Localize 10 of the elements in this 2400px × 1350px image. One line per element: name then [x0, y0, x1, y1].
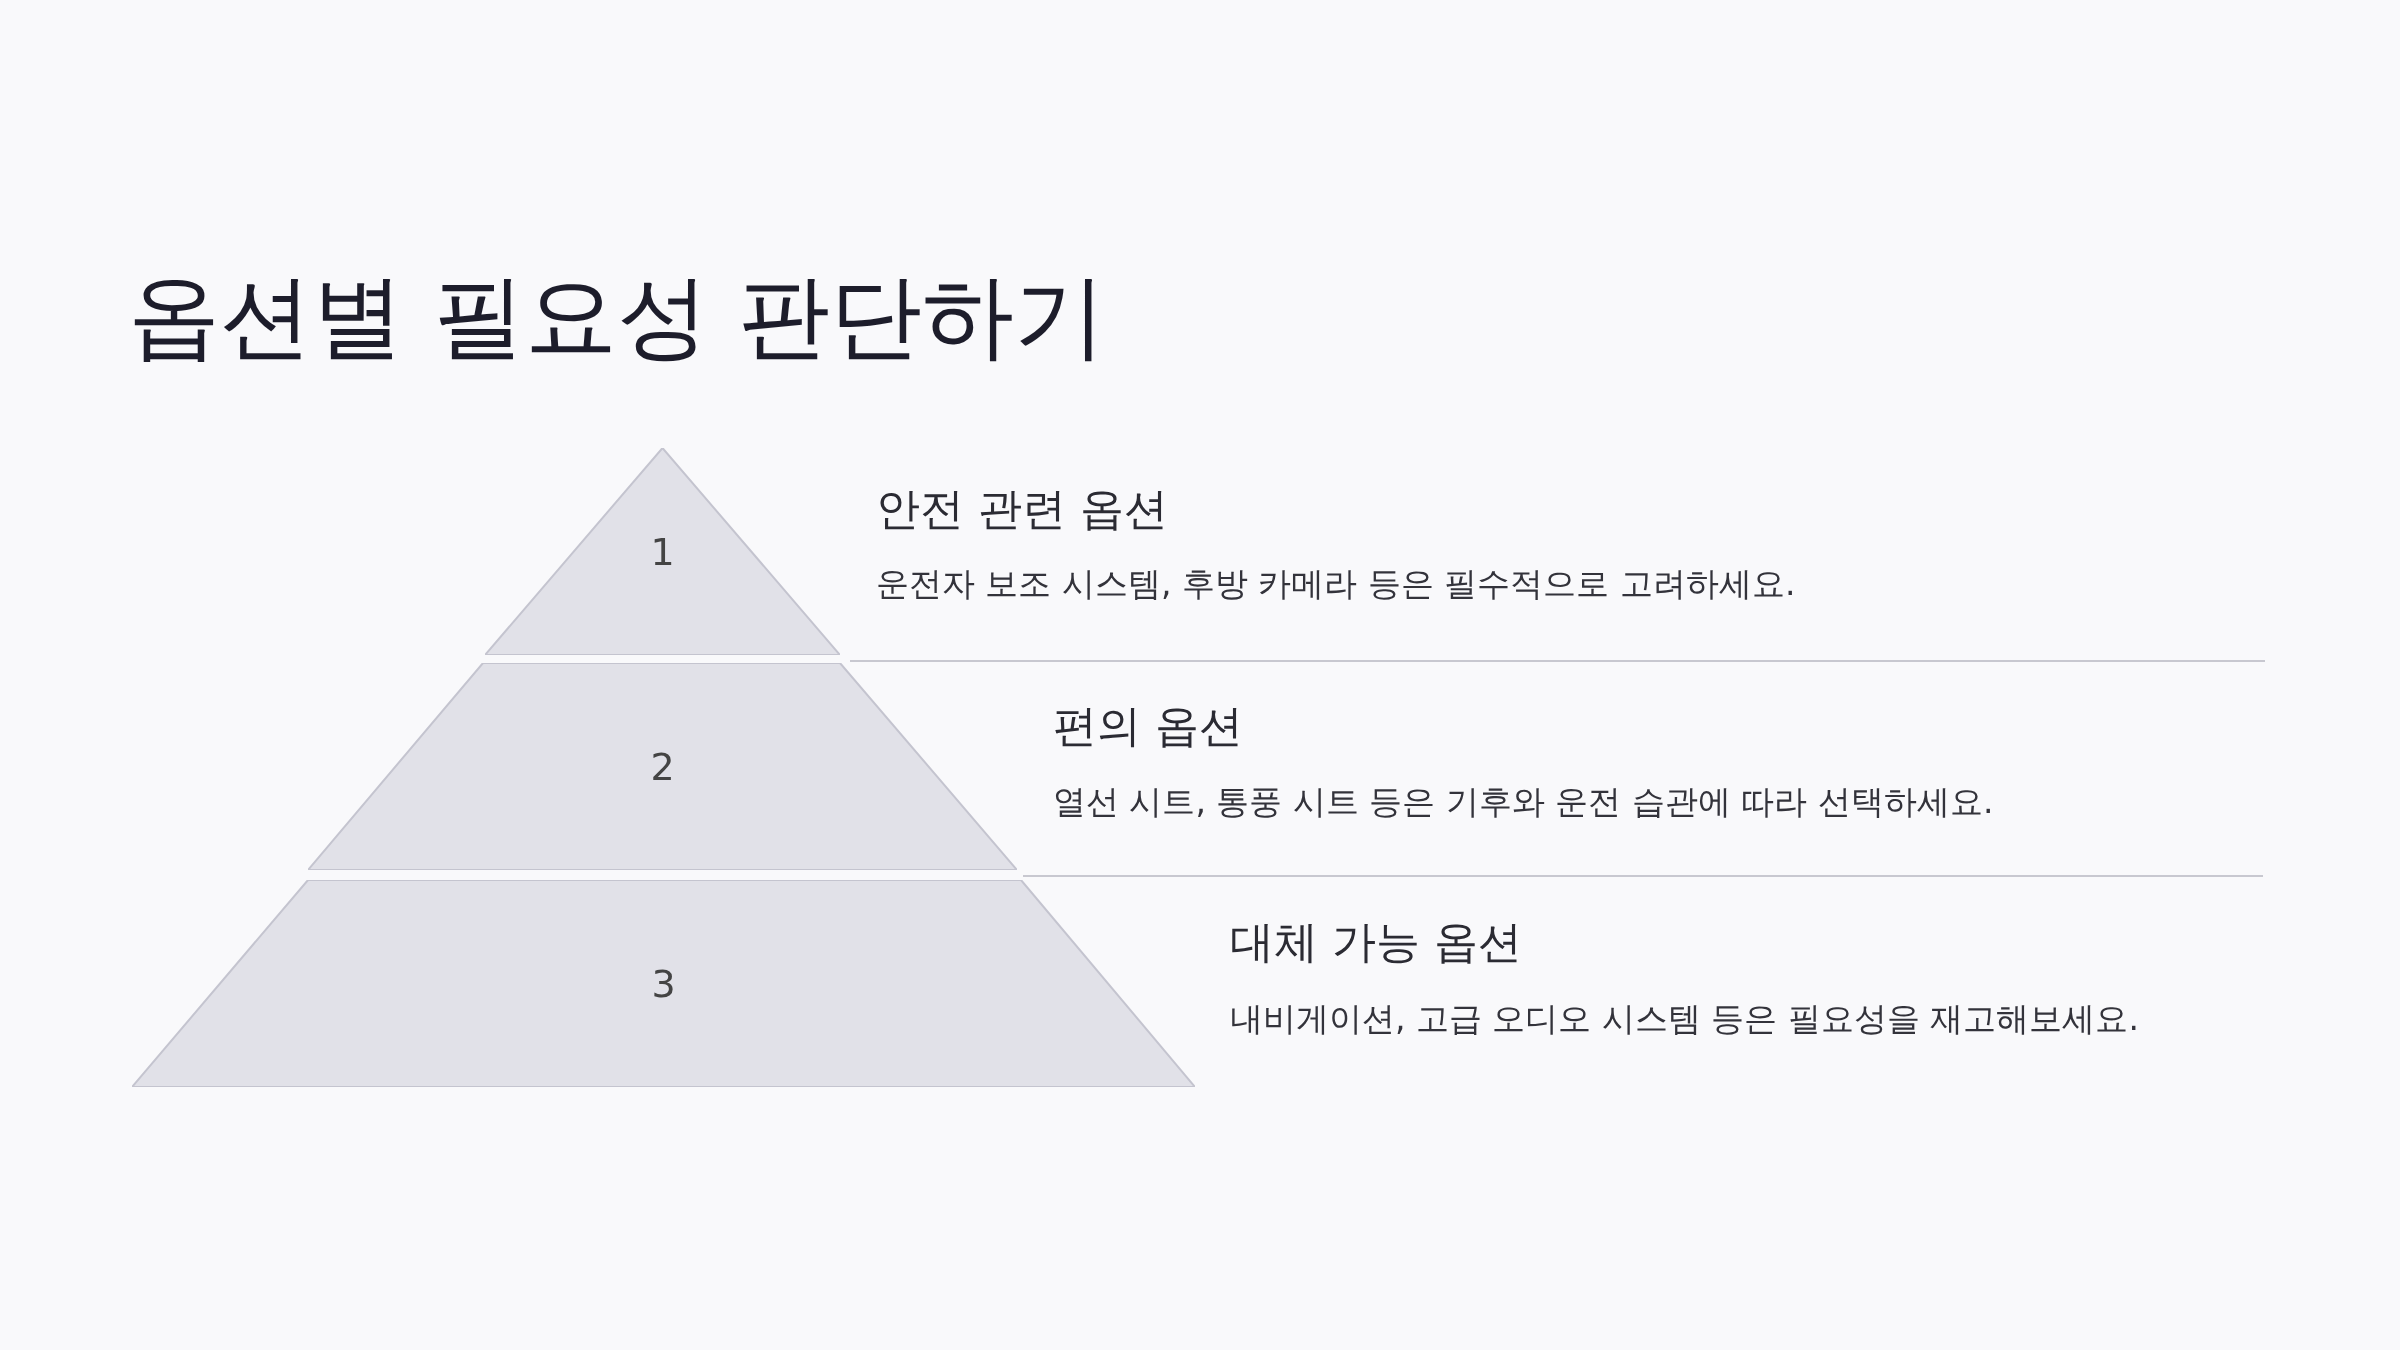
tier-heading: 대체 가능 옵션: [1230, 915, 1522, 969]
tier-number: 1: [650, 529, 675, 574]
tier-heading: 편의 옵션: [1053, 699, 1243, 753]
page-title: 옵션별 필요성 판단하기: [128, 262, 1107, 372]
tier-description: 열선 시트, 통풍 시트 등은 기후와 운전 습관에 따라 선택하세요.: [1053, 781, 1994, 823]
tier-description: 내비게이션, 고급 오디오 시스템 등은 필요성을 재고해보세요.: [1230, 998, 2139, 1040]
tier-number: 3: [651, 961, 676, 1006]
tier-heading: 안전 관련 옵션: [876, 482, 1168, 536]
tier-number: 2: [650, 744, 675, 789]
tier-description: 운전자 보조 시스템, 후방 카메라 등은 필수적으로 고려하세요.: [876, 563, 1796, 605]
